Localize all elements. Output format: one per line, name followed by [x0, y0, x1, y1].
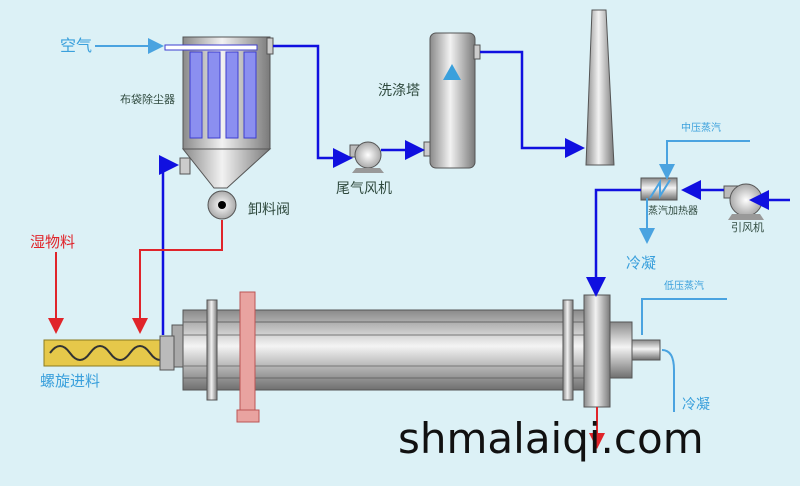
bag-filter [164, 36, 274, 220]
label-induced-fan: 引风机 [731, 221, 764, 234]
gas-lines [159, 44, 790, 335]
label-condensate-upper: 冷凝 [626, 254, 657, 272]
screw-feeder [43, 335, 175, 371]
label-screw-feeder: 螺旋进料 [40, 372, 101, 390]
scrubber-tower [423, 32, 481, 169]
label-condensate-lower: 冷凝 [682, 397, 710, 413]
rotary-dryer [171, 291, 661, 423]
label-low-pressure-steam: 低压蒸汽 [664, 281, 704, 292]
label-medium-pressure-steam: 中压蒸汽 [681, 123, 721, 134]
label-wet-material: 湿物料 [30, 233, 76, 251]
steam-heater-icon [640, 177, 678, 201]
label-air: 空气 [60, 36, 93, 55]
label-steam-heater: 蒸汽加热器 [648, 206, 698, 217]
induced-fan-icon [723, 183, 764, 220]
material-lines [48, 220, 605, 449]
exhaust-fan-icon [349, 141, 384, 173]
steam-lines [95, 38, 750, 412]
label-bag-filter: 布袋除尘器 [120, 93, 175, 106]
label-exhaust-fan: 尾气风机 [336, 181, 392, 197]
chimney [585, 9, 615, 166]
watermark: shmalaiqi.com [398, 414, 704, 463]
label-scrubber: 洗涤塔 [378, 83, 420, 99]
label-discharge-valve: 卸料阀 [248, 202, 290, 218]
